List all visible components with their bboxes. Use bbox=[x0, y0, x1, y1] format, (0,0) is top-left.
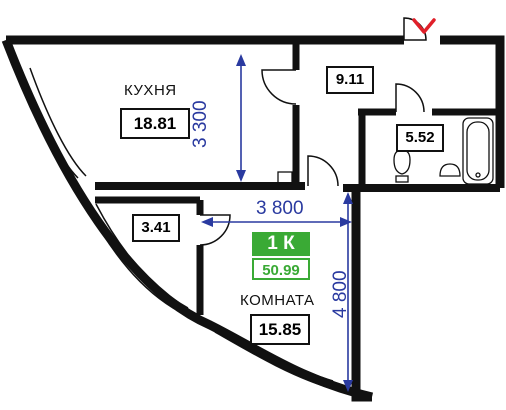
dim-width-arrow-left bbox=[201, 217, 213, 227]
room-height-dimension: 4 800 bbox=[330, 270, 351, 318]
toilet-icon bbox=[393, 149, 411, 175]
window-balcony-inner bbox=[95, 203, 189, 309]
apartment-total-area-badge: 50.99 bbox=[252, 258, 310, 280]
bathroom-area: 5.52 bbox=[396, 124, 444, 152]
kitchen-name: КУХНЯ bbox=[124, 82, 177, 99]
window-room bbox=[214, 331, 331, 389]
window-kitchen bbox=[21, 69, 79, 179]
dim-height-arrow-top bbox=[343, 192, 353, 204]
kitchen-height-dimension: 3 300 bbox=[190, 100, 211, 148]
dim-kitchen-arrow-top bbox=[236, 54, 246, 66]
bathroom-fixtures bbox=[277, 117, 494, 185]
window-kitchen-inner bbox=[29, 67, 87, 177]
wall-bottom-right bbox=[351, 188, 372, 402]
hall-area: 9.11 bbox=[326, 66, 374, 94]
bathtub-icon bbox=[462, 117, 494, 185]
balcony-area: 3.41 bbox=[132, 214, 180, 242]
door-balcony bbox=[199, 214, 231, 246]
door-room bbox=[307, 155, 339, 187]
wall-left-curved bbox=[1, 38, 374, 402]
window-room-inner bbox=[217, 324, 334, 382]
door-kitchen bbox=[261, 69, 297, 105]
kitchen-niche bbox=[277, 171, 293, 185]
entrance-arrow-icon bbox=[412, 18, 436, 34]
dim-height-arrow-bottom bbox=[343, 380, 353, 392]
window-balcony bbox=[87, 207, 181, 313]
living-room-area: 15.85 bbox=[250, 314, 310, 345]
dim-kitchen-arrow-bottom bbox=[236, 170, 246, 182]
kitchen-area: 18.81 bbox=[120, 108, 190, 139]
room-width-dimension: 3 800 bbox=[256, 198, 304, 219]
walls bbox=[1, 35, 505, 402]
sink-icon bbox=[439, 163, 461, 177]
living-room-name: КОМНАТА bbox=[240, 292, 315, 309]
toilet-tank-icon bbox=[395, 175, 409, 183]
doors bbox=[199, 17, 427, 246]
wall-top-right bbox=[440, 35, 505, 110]
apartment-type-badge: 1 К bbox=[252, 232, 310, 256]
drain-icon bbox=[475, 172, 481, 178]
windows bbox=[21, 67, 334, 389]
dim-width-arrow-right bbox=[340, 217, 352, 227]
bathtub-inner-icon bbox=[466, 121, 490, 181]
door-bath bbox=[395, 83, 425, 113]
dimension-lines bbox=[201, 54, 353, 392]
